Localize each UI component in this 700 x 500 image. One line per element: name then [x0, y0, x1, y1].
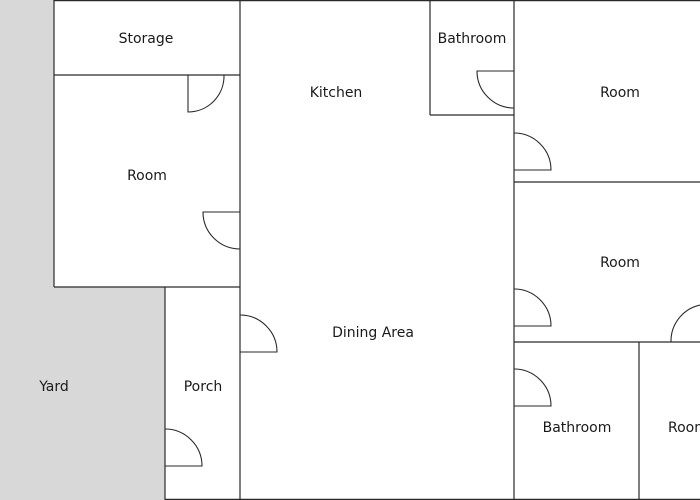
door-room-left-top — [187, 74, 225, 113]
door-dining — [239, 314, 278, 353]
label-dining-area: Dining Area — [332, 325, 414, 341]
walls — [53, 0, 700, 500]
label-storage: Storage — [119, 31, 174, 47]
label-room-left: Room — [127, 168, 167, 184]
door-room-top-right — [513, 132, 552, 171]
door-room-mid-right-bottom — [670, 304, 700, 343]
label-bathroom-bottom: Bathroom — [543, 420, 612, 436]
door-bathroom-top — [476, 70, 515, 109]
door-room-mid-right — [513, 288, 552, 327]
label-room-bottom-right: Room — [668, 420, 700, 436]
label-bathroom-top: Bathroom — [438, 31, 507, 47]
label-room-top-right: Room — [600, 85, 640, 101]
doors — [164, 70, 700, 467]
door-room-left-side — [202, 211, 241, 250]
label-room-mid-right: Room — [600, 255, 640, 271]
label-kitchen: Kitchen — [310, 85, 363, 101]
label-porch: Porch — [184, 379, 223, 395]
door-porch — [164, 428, 203, 467]
label-yard: Yard — [38, 379, 69, 395]
door-bathroom-bottom — [513, 368, 552, 407]
yard-area — [0, 0, 165, 500]
